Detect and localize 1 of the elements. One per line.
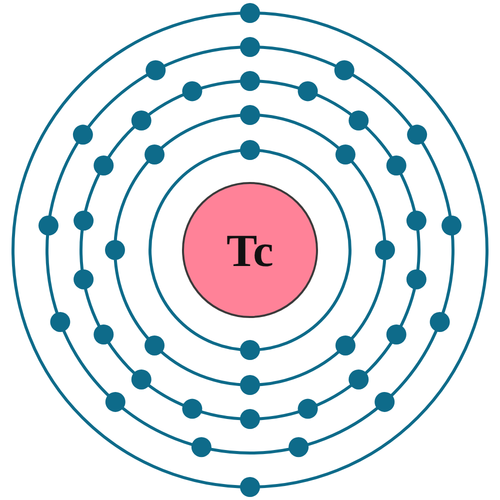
element-symbol: Tc (226, 224, 274, 276)
